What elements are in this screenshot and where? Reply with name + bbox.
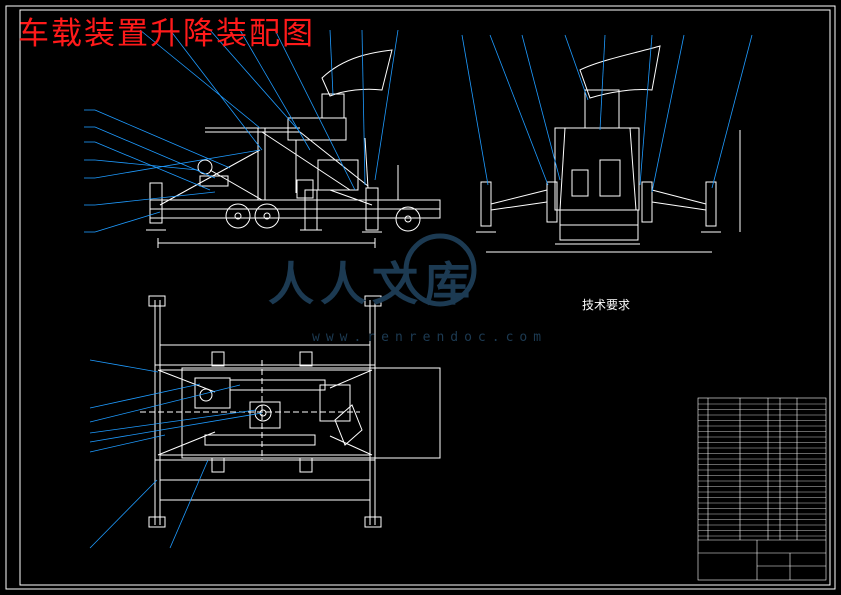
parts-list-rows — [698, 403, 826, 537]
side-view — [476, 45, 741, 253]
drawing-title: 车载装置升降装配图 — [18, 16, 315, 52]
watermark-text: 人人文库 — [268, 257, 476, 311]
parts-list-table — [697, 397, 827, 581]
plan-view — [140, 295, 441, 528]
drawing-frame — [5, 5, 836, 590]
watermark-url: www.renrendoc.com — [312, 330, 548, 345]
tech-requirements-title: 技术要求 — [582, 298, 631, 312]
leader-lines — [89, 29, 753, 549]
watermark-logo — [403, 233, 477, 307]
front-view — [146, 49, 441, 248]
balloon-marks — [84, 109, 95, 233]
